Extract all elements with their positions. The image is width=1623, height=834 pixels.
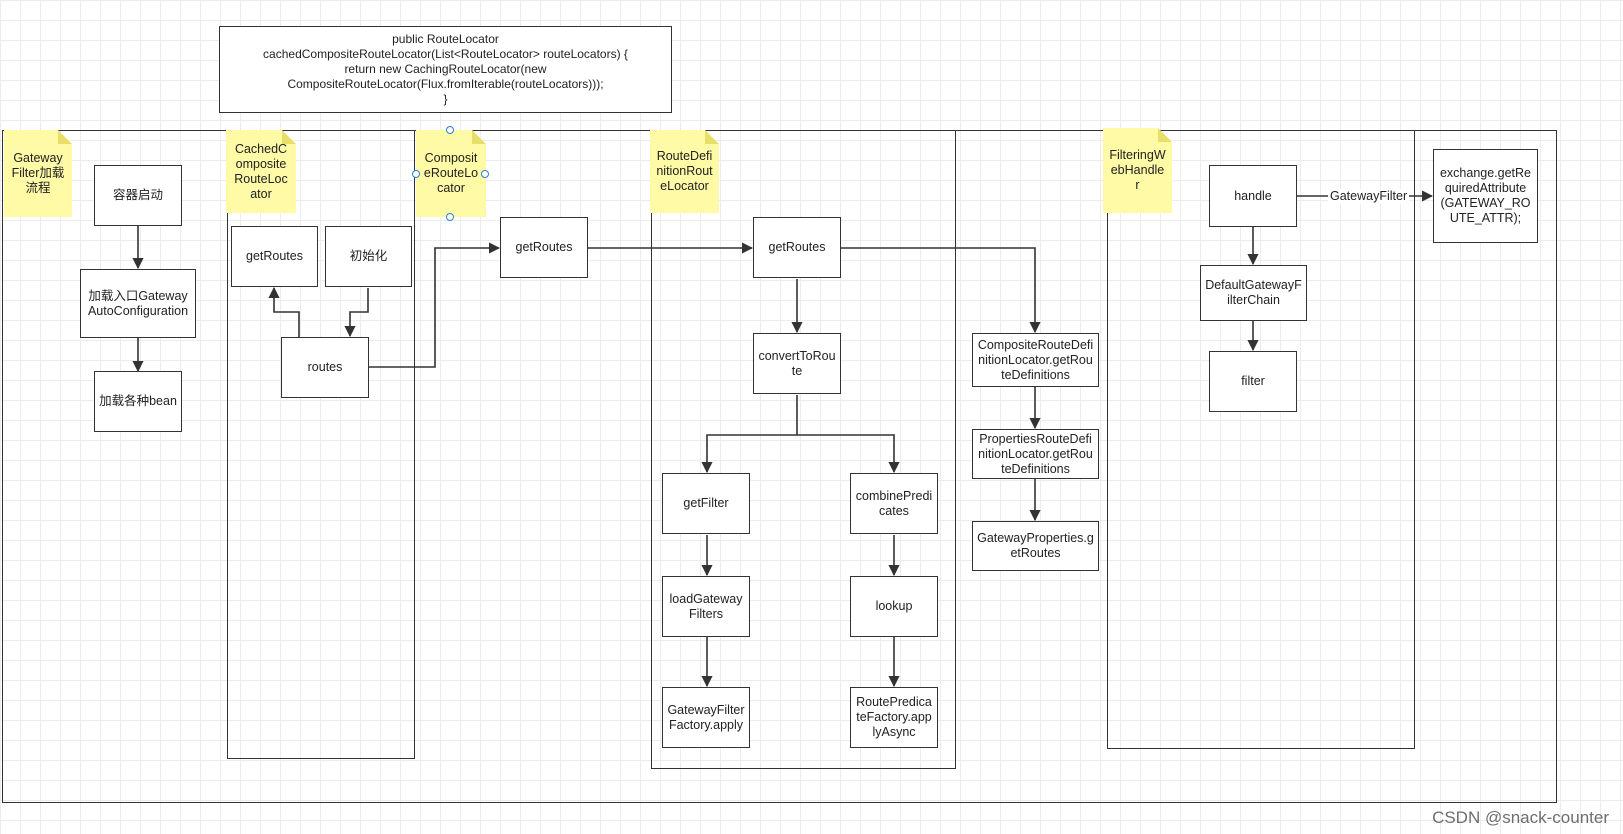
node-handle[interactable]: handle <box>1209 165 1297 227</box>
node-composite-route-definition-locator[interactable]: CompositeRouteDefinitionLocator.getRoute… <box>972 333 1099 387</box>
node-get-filter[interactable]: getFilter <box>662 473 750 534</box>
watermark: CSDN @snack-counter <box>1432 808 1609 827</box>
selection-handle-bottom[interactable] <box>446 213 454 221</box>
node-gateway-filter-factory-apply[interactable]: GatewayFilterFactory.apply <box>662 687 750 748</box>
node-gateway-properties-get-routes[interactable]: GatewayProperties.getRoutes <box>972 521 1099 571</box>
node-container-start[interactable]: 容器启动 <box>94 165 182 226</box>
note-filtering-web-handler: FilteringWebHandler <box>1103 128 1172 213</box>
cached-composite-frame <box>227 130 415 759</box>
edge-label-gateway-filter: GatewayFilter <box>1328 189 1410 204</box>
node-init[interactable]: 初始化 <box>325 226 412 287</box>
edge-routes-to-composite-getroutes <box>369 242 501 368</box>
node-route-predicate-factory[interactable]: RoutePredicateFactory.applyAsync <box>850 687 938 748</box>
code-snippet-box: public RouteLocator cachedCompositeRoute… <box>219 26 672 113</box>
selection-handle-top[interactable] <box>446 126 454 134</box>
filtering-handler-frame <box>1107 130 1415 749</box>
node-rd-get-routes[interactable]: getRoutes <box>753 217 841 278</box>
note-cached-composite-route-locator: CachedCompositeRouteLocator <box>226 130 296 213</box>
node-cached-get-routes[interactable]: getRoutes <box>231 226 318 287</box>
edge-convert-to-getfilter <box>701 395 798 474</box>
node-lookup[interactable]: lookup <box>850 576 938 637</box>
edge-routes-to-cached-getroutes <box>268 286 300 337</box>
node-filter[interactable]: filter <box>1209 351 1297 412</box>
node-default-gateway-filter-chain[interactable]: DefaultGatewayFilterChain <box>1200 265 1307 321</box>
node-exchange-get-required-attribute[interactable]: exchange.getRequiredAttribute(GATEWAY_RO… <box>1433 149 1538 243</box>
node-load-gateway-filters[interactable]: loadGatewayFilters <box>662 576 750 637</box>
node-convert-to-route[interactable]: convertToRoute <box>753 333 841 394</box>
node-load-entry[interactable]: 加载入口GatewayAutoConfiguration <box>80 269 196 338</box>
selection-handle-left[interactable] <box>412 170 420 178</box>
note-composite-route-locator: CompositeRouteLocator <box>416 130 486 217</box>
code-snippet-text: public RouteLocator cachedCompositeRoute… <box>263 32 628 106</box>
node-load-beans[interactable]: 加载各种bean <box>94 371 182 432</box>
note-route-definition-route-locator: RouteDefinitionRouteLocator <box>650 130 719 213</box>
node-properties-route-definition-locator[interactable]: PropertiesRouteDefinitionLocator.getRout… <box>972 429 1099 479</box>
node-combine-predicates[interactable]: combinePredicates <box>850 473 938 534</box>
edge-init-to-routes <box>344 288 369 338</box>
node-routes[interactable]: routes <box>281 337 369 398</box>
node-composite-get-routes[interactable]: getRoutes <box>500 217 588 278</box>
route-definition-frame <box>651 130 956 769</box>
edge-rd-getroutes-to-composite-def <box>841 247 1041 334</box>
selection-handle-right[interactable] <box>481 170 489 178</box>
edge-convert-to-combine <box>797 434 900 474</box>
note-gateway-filter-flow: Gateway Filter加载流程 <box>4 130 72 217</box>
